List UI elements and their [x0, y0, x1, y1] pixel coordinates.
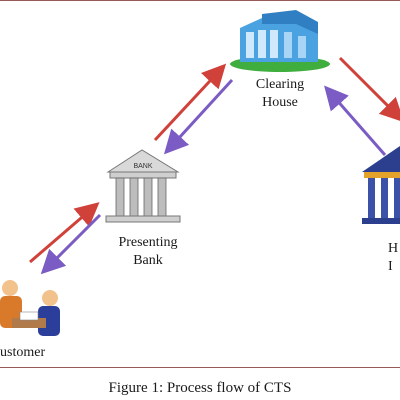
clearing-house-label: Clearing House: [235, 76, 325, 112]
drawee-bank-icon: [362, 146, 400, 224]
customer-label: ustomer: [0, 345, 46, 360]
clearing-house-line1: Clearing: [255, 77, 305, 92]
arrow-drawee-to-clearing: [324, 85, 387, 156]
presenting-bank-line1: Presenting: [118, 235, 178, 250]
arrow-bank-to-clearing: [153, 63, 227, 142]
customer-icon: [0, 280, 60, 336]
drawee-bank-line2: I: [388, 259, 393, 274]
drawee-bank-line1: H: [388, 241, 399, 256]
cts-flow-diagram: BANK: [0, 10, 400, 336]
arrow-bank-to-customer: [40, 213, 102, 275]
figure-caption: Figure 1: Process flow of CTS: [108, 380, 292, 396]
arrow-clearing-to-drawee: [338, 56, 400, 123]
bank-sign: BANK: [133, 163, 152, 170]
clearing-house-icon: [230, 10, 330, 72]
drawee-bank-label: H I: [388, 240, 400, 276]
figure-frame: [0, 0, 400, 368]
presenting-bank-label: Presenting Bank: [98, 234, 198, 270]
presenting-bank-icon: BANK: [105, 149, 181, 223]
clearing-house-line2: House: [262, 95, 298, 110]
presenting-bank-line2: Bank: [133, 253, 163, 268]
arrow-clearing-to-bank: [163, 78, 234, 155]
